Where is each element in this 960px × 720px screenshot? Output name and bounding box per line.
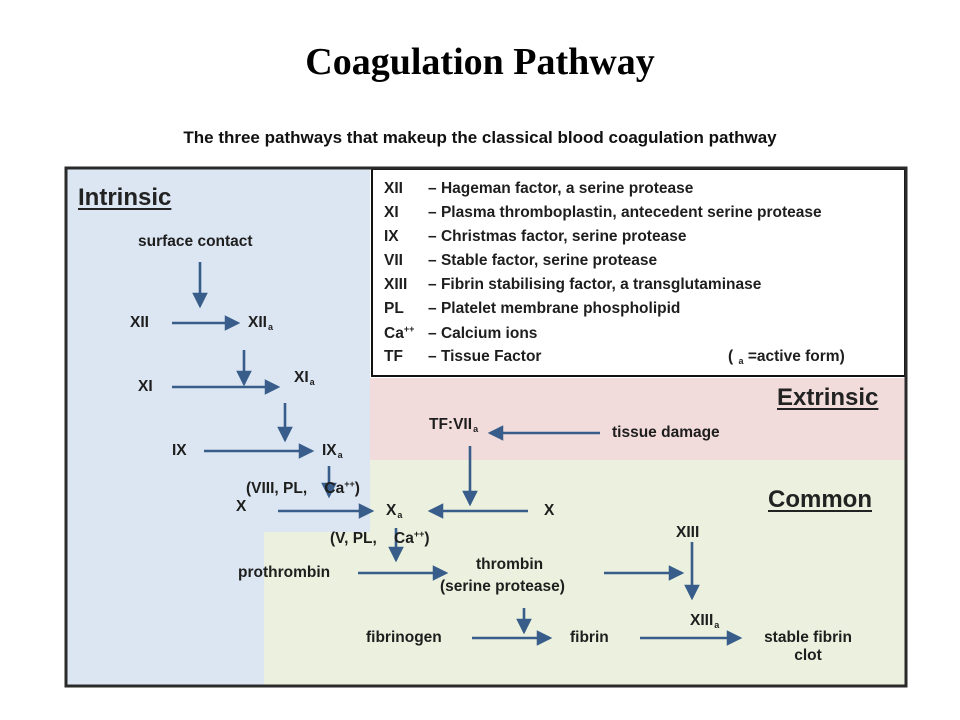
legend-row-xii: XII– Hageman factor, a serine protease [384, 180, 694, 197]
legend-key: VII [384, 252, 403, 269]
node-surface-contact: surface contact [138, 233, 253, 250]
cofactors-viii: (VIII, PL, Ca++) [246, 479, 360, 497]
node-prothrombin: prothrombin [238, 564, 331, 581]
node-xiia: XIIa [248, 314, 273, 332]
node-x-left: X [236, 498, 247, 515]
legend-row-tf: TF– Tissue Factor [384, 348, 542, 365]
legend-key: XIII [384, 276, 408, 293]
common-label: Common [768, 486, 872, 513]
legend-key: XI [384, 204, 399, 221]
node-xiii: XIII [676, 524, 700, 541]
node-ix: IX [172, 442, 187, 459]
legend-key: PL [384, 300, 404, 317]
node-xiiia: XIIIa [690, 612, 720, 630]
intrinsic-label: Intrinsic [78, 184, 172, 211]
node-ixa: IXa [322, 442, 343, 460]
node-xa: Xa [386, 502, 403, 520]
node-tfvii: TF:VIIa [429, 416, 479, 434]
intrinsic-region [66, 168, 370, 686]
extrinsic-label: Extrinsic [777, 384, 879, 411]
legend-row-xiii: XIII– Fibrin stabilising factor, a trans… [384, 276, 762, 293]
active-form-note: ( a =active form) [728, 348, 845, 366]
legend-key: Ca++ [384, 324, 415, 342]
legend-row-ca: Ca++– Calcium ions [384, 324, 538, 342]
cofactors-v: (V, PL, Ca++) [330, 529, 430, 547]
extrinsic-region [370, 378, 906, 460]
legend-row-pl: PL– Platelet membrane phospholipid [384, 300, 681, 317]
slide-title: Coagulation Pathway [305, 41, 655, 83]
diagram-subtitle: The three pathways that makeup the class… [183, 128, 777, 147]
legend-row-ix: IX– Christmas factor, serine protease [384, 228, 687, 245]
node-fibrin: fibrin [570, 629, 609, 646]
legend-key: XII [384, 180, 403, 197]
node-x-right: X [544, 502, 555, 519]
legend-box [371, 168, 906, 377]
node-thrombin: thrombin [476, 556, 544, 573]
node-fibrinogen: fibrinogen [366, 629, 442, 646]
legend-key: TF [384, 348, 403, 365]
legend-row-vii: VII– Stable factor, serine protease [384, 252, 658, 269]
node-tissue-damage: tissue damage [612, 424, 720, 441]
node-xi: XI [138, 378, 153, 395]
node-xia: XIa [294, 369, 315, 387]
common-region [264, 460, 906, 686]
legend-key: IX [384, 228, 399, 245]
legend-row-xi: XI– Plasma thromboplastin, antecedent se… [384, 204, 822, 221]
node-thrombin-note: (serine protease) [440, 578, 565, 595]
diagram-frame [64, 166, 908, 688]
node-xii: XII [130, 314, 149, 331]
